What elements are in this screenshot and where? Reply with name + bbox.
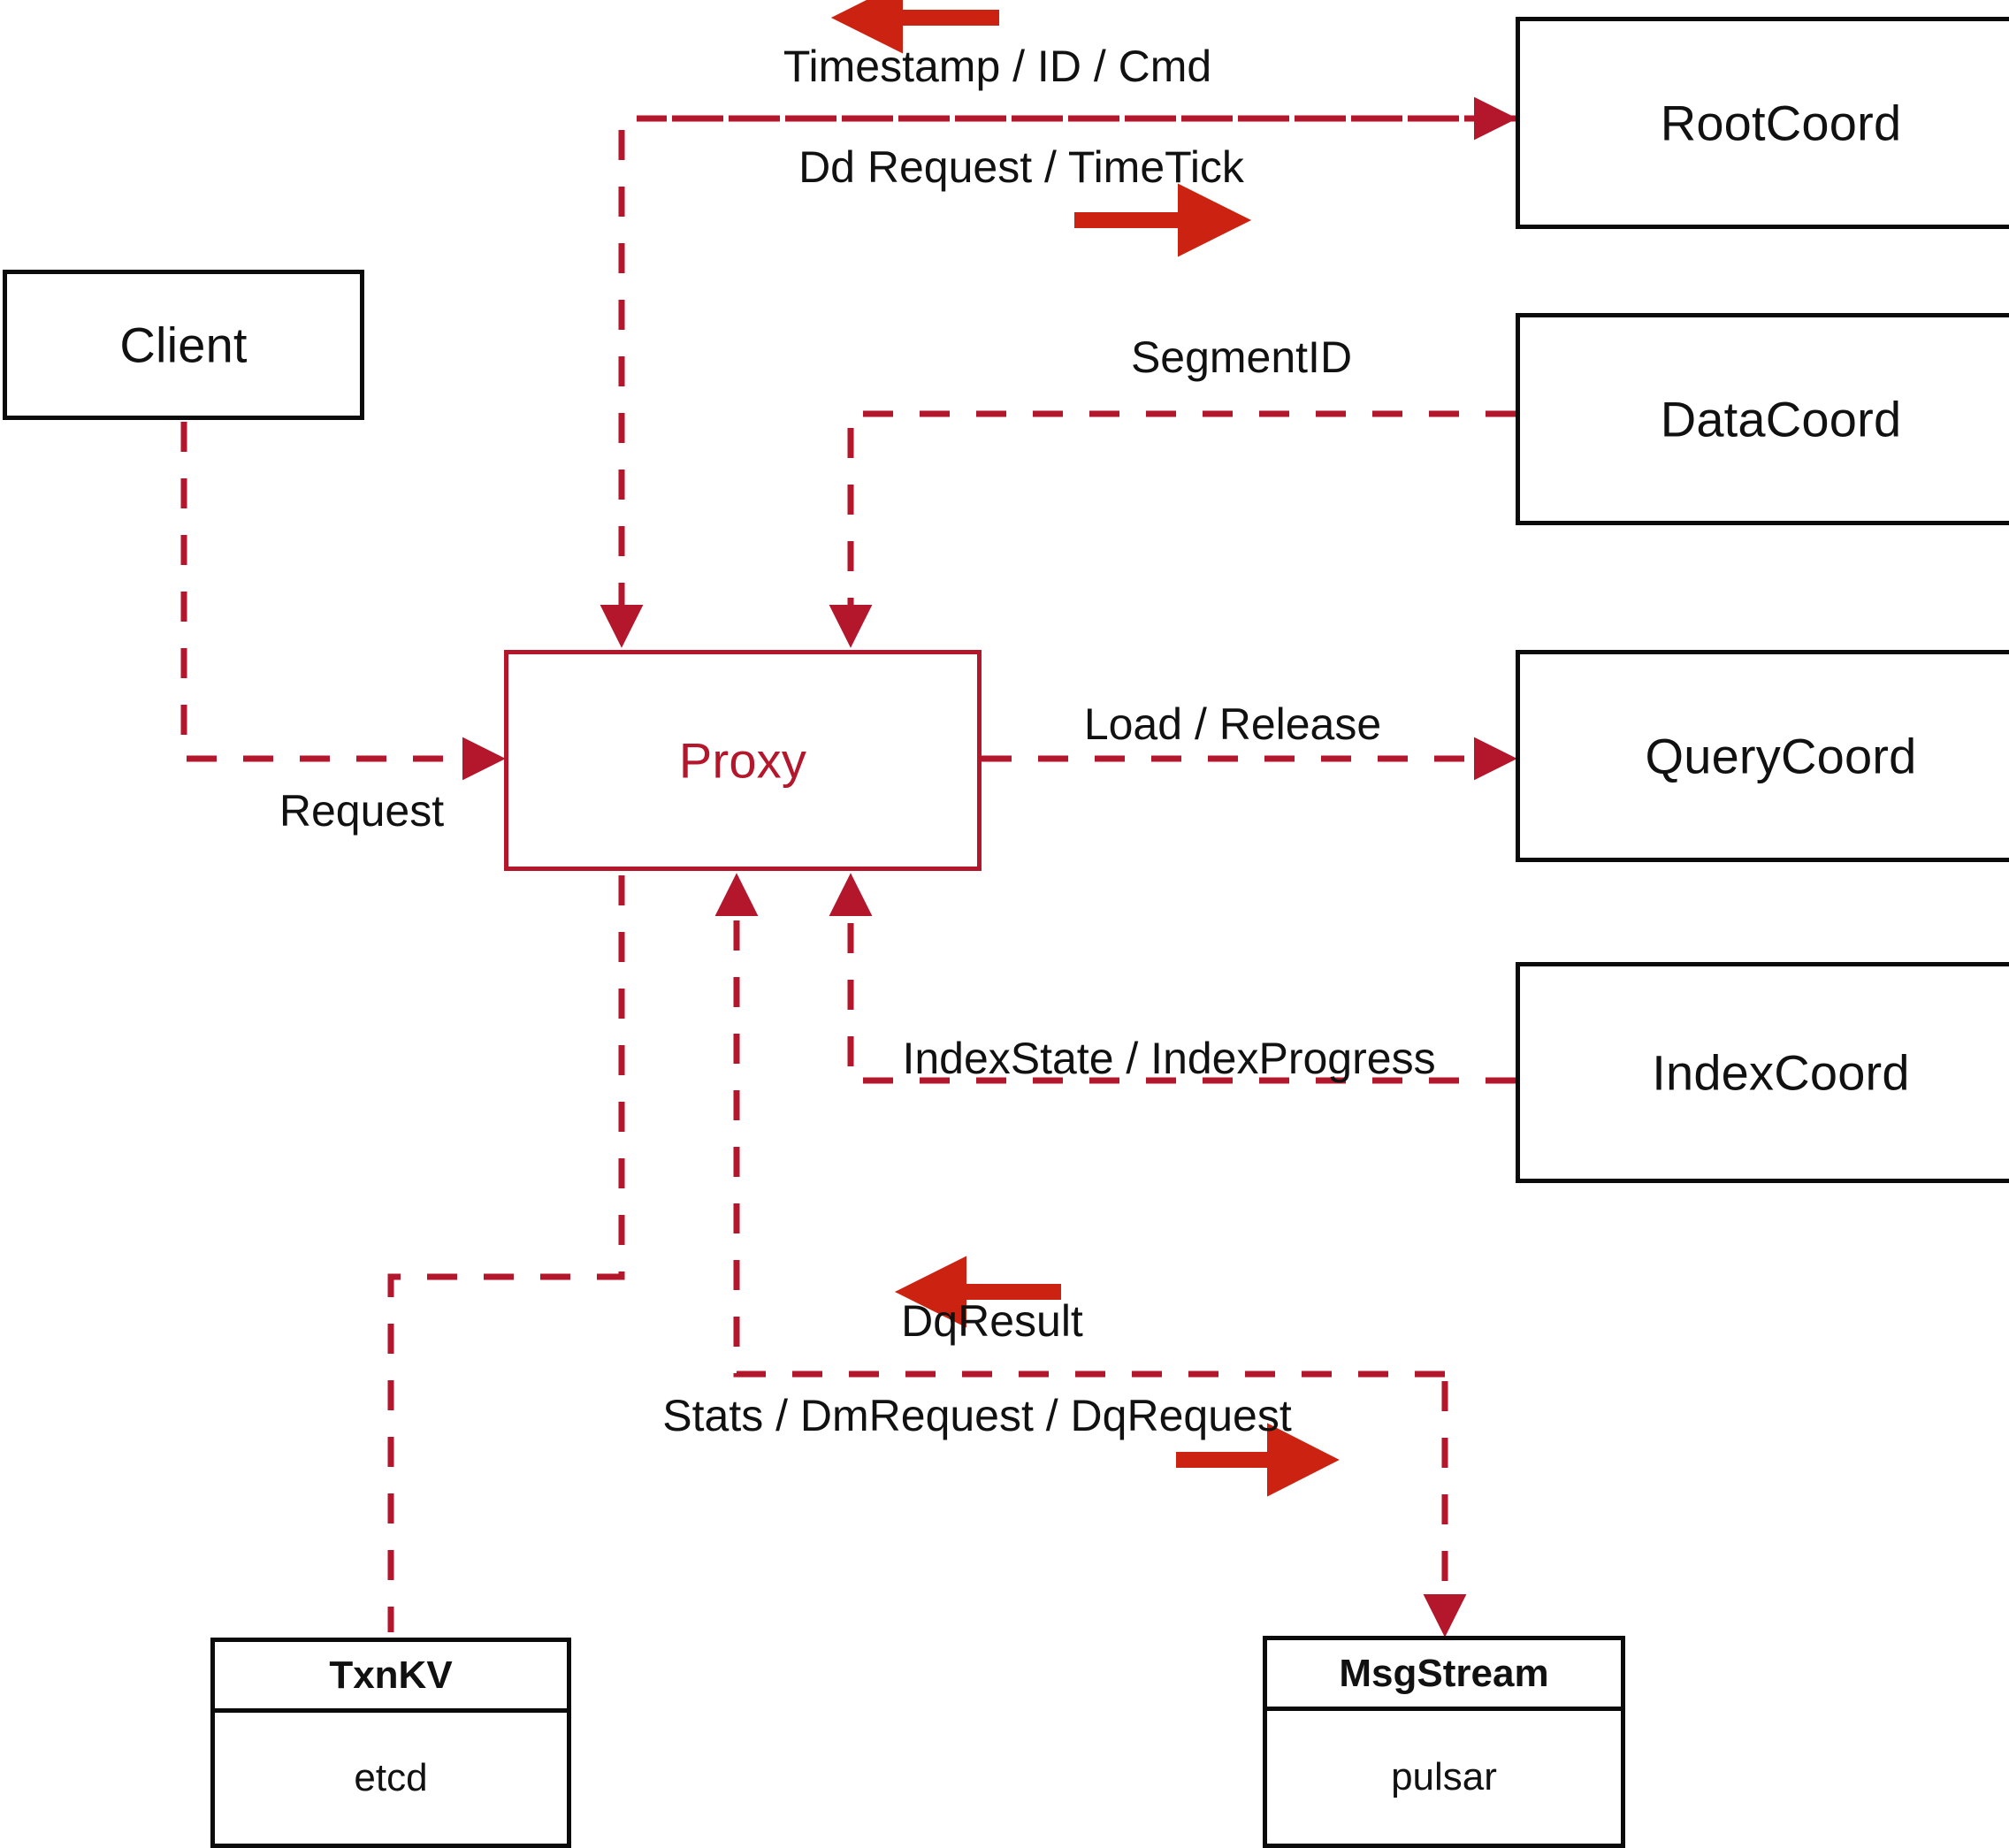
node-msgstream-body: pulsar (1391, 1755, 1497, 1798)
edge-client-to-proxy (180, 422, 506, 781)
direction-arrows (830, 0, 1340, 1497)
edge-label-segment-id: SegmentID (1130, 332, 1353, 382)
node-indexcoord[interactable]: IndexCoord (1516, 962, 2009, 1183)
node-txnkv[interactable]: TxnKV etcd (210, 1638, 571, 1848)
edge-rootcoord-to-proxy (600, 115, 1516, 648)
node-proxy-label: Proxy (678, 732, 807, 789)
node-rootcoord[interactable]: RootCoord (1516, 17, 2009, 229)
edge-label-dd-request-timetick: Dd Request / TimeTick (798, 142, 1244, 192)
node-txnkv-body: etcd (354, 1756, 428, 1799)
edge-indexcoord-to-proxy (829, 873, 1516, 1084)
edge-label-request: Request (279, 786, 445, 836)
node-msgstream[interactable]: MsgStream pulsar (1263, 1636, 1625, 1848)
edge-label-load-release: Load / Release (1083, 699, 1382, 749)
node-client[interactable]: Client (3, 270, 364, 420)
edge-label-index-state-progress: IndexState / IndexProgress (902, 1034, 1436, 1083)
node-proxy[interactable]: Proxy (504, 650, 982, 871)
edge-datacoord-to-proxy (829, 410, 1516, 648)
edge-label-stats-dm-dq-request: Stats / DmRequest / DqRequest (662, 1391, 1292, 1440)
edge-label-timestamp-id-cmd: Timestamp / ID / Cmd (783, 42, 1212, 91)
node-msgstream-header: MsgStream (1267, 1640, 1621, 1711)
edge-msgstream-to-proxy (714, 873, 1445, 1378)
node-client-label: Client (119, 317, 248, 373)
node-datacoord[interactable]: DataCoord (1516, 313, 2009, 525)
node-querycoord[interactable]: QueryCoord (1516, 650, 2009, 862)
node-rootcoord-label: RootCoord (1660, 95, 1902, 151)
node-datacoord-label: DataCoord (1660, 391, 1902, 447)
edge-label-dq-result: DqResult (901, 1296, 1083, 1346)
edge-proxy-to-txnkv (387, 875, 625, 1632)
node-querycoord-label: QueryCoord (1645, 728, 1917, 784)
node-indexcoord-label: IndexCoord (1652, 1044, 1910, 1101)
node-txnkv-header: TxnKV (215, 1642, 567, 1713)
